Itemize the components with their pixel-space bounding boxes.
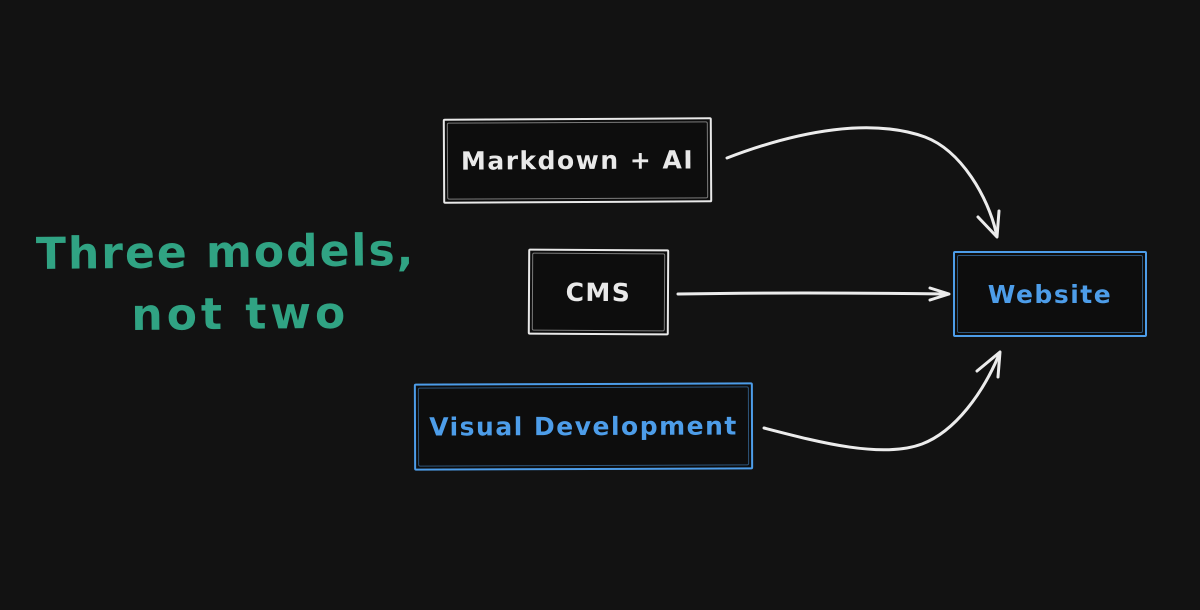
node-website: Website [953,251,1147,337]
node-visual-development-label: Visual Development [429,411,738,442]
diagram-title-line2: not two [131,287,350,341]
node-website-label: Website [987,279,1113,309]
node-markdown-ai: Markdown + AI [442,117,713,204]
node-markdown-ai-label: Markdown + AI [460,145,695,176]
node-cms: CMS [527,248,670,336]
diagram-title: Three models, not two [29,220,422,348]
diagram-title-line1: Three models, [35,225,416,280]
edge-markdown-to-website [725,126,1001,239]
node-visual-development: Visual Development [413,382,754,471]
arrowhead-down-icon [976,209,1001,239]
edge-visual-to-website [762,350,1002,452]
node-cms-label: CMS [565,277,632,307]
arrowhead-right-icon [928,286,951,302]
arrowhead-up-icon [975,350,1002,379]
edge-cms-to-website [676,286,951,302]
